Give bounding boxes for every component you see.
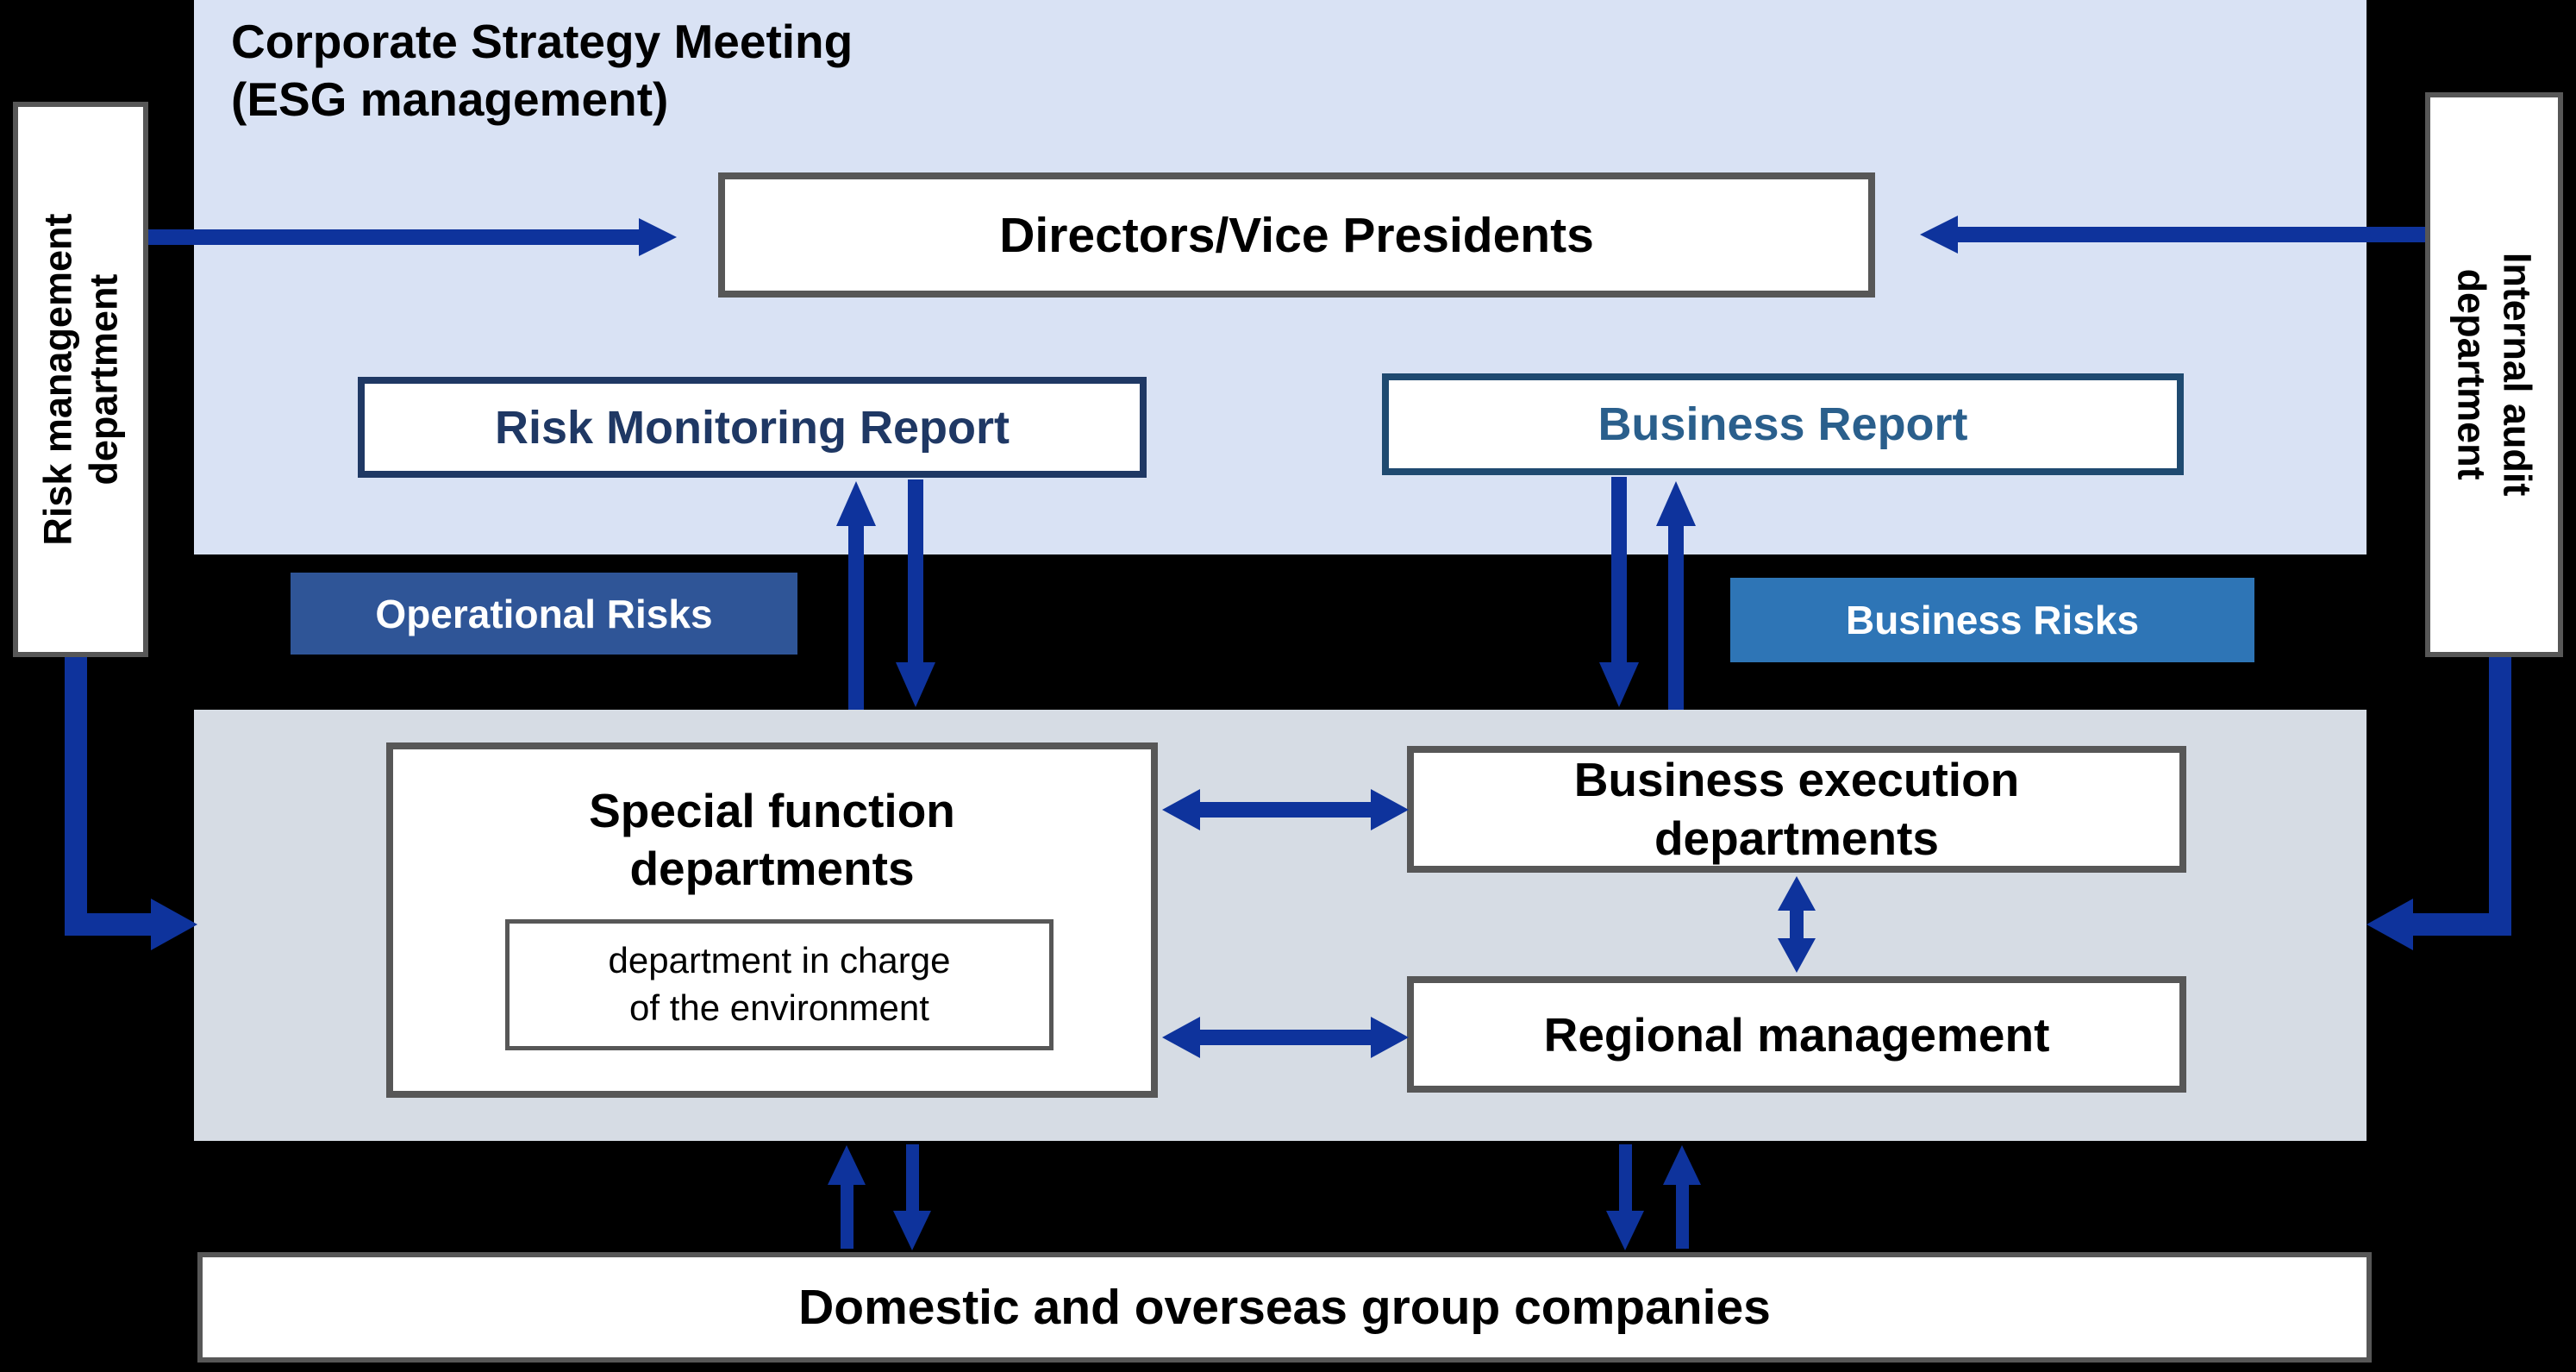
page-title: Corporate Strategy Meeting (ESG manageme… [231, 13, 853, 128]
risk-management-department-box: Risk management department [13, 102, 148, 657]
risk-management-department-label: Risk management department [35, 213, 126, 546]
directors-label: Directors/Vice Presidents [999, 207, 1594, 263]
special-function-label: Special function departments [589, 784, 955, 896]
operational-risks-badge: Operational Risks [291, 573, 797, 655]
group-companies-box: Domestic and overseas group companies [197, 1252, 2372, 1363]
risk-monitoring-report-box: Risk Monitoring Report [358, 377, 1147, 478]
business-report-label: Business Report [1597, 398, 1968, 450]
regional-management-label: Regional management [1543, 1007, 2050, 1062]
internal-audit-department-box: Internal audit department [2425, 92, 2563, 657]
operational-risks-label: Operational Risks [375, 591, 713, 636]
special-function-departments-box: Special function departments department … [386, 742, 1158, 1098]
environment-department-label: department in charge of the environment [608, 940, 951, 1028]
directors-box: Directors/Vice Presidents [718, 172, 1875, 298]
business-report-box: Business Report [1382, 373, 2184, 475]
regional-management-box: Regional management [1407, 976, 2186, 1093]
business-risks-label: Business Risks [1845, 598, 2140, 642]
internal-audit-department-label: Internal audit department [2449, 253, 2540, 497]
environment-department-box: department in charge of the environment [505, 919, 1054, 1050]
business-execution-departments-box: Business execution departments [1407, 746, 2186, 873]
business-risks-badge: Business Risks [1730, 578, 2254, 662]
business-execution-label: Business execution departments [1573, 753, 2020, 865]
risk-monitoring-report-label: Risk Monitoring Report [495, 401, 1010, 454]
page-title-line1: Corporate Strategy Meeting [231, 15, 853, 68]
group-companies-label: Domestic and overseas group companies [798, 1280, 1771, 1335]
page-title-line2: (ESG management) [231, 72, 669, 127]
